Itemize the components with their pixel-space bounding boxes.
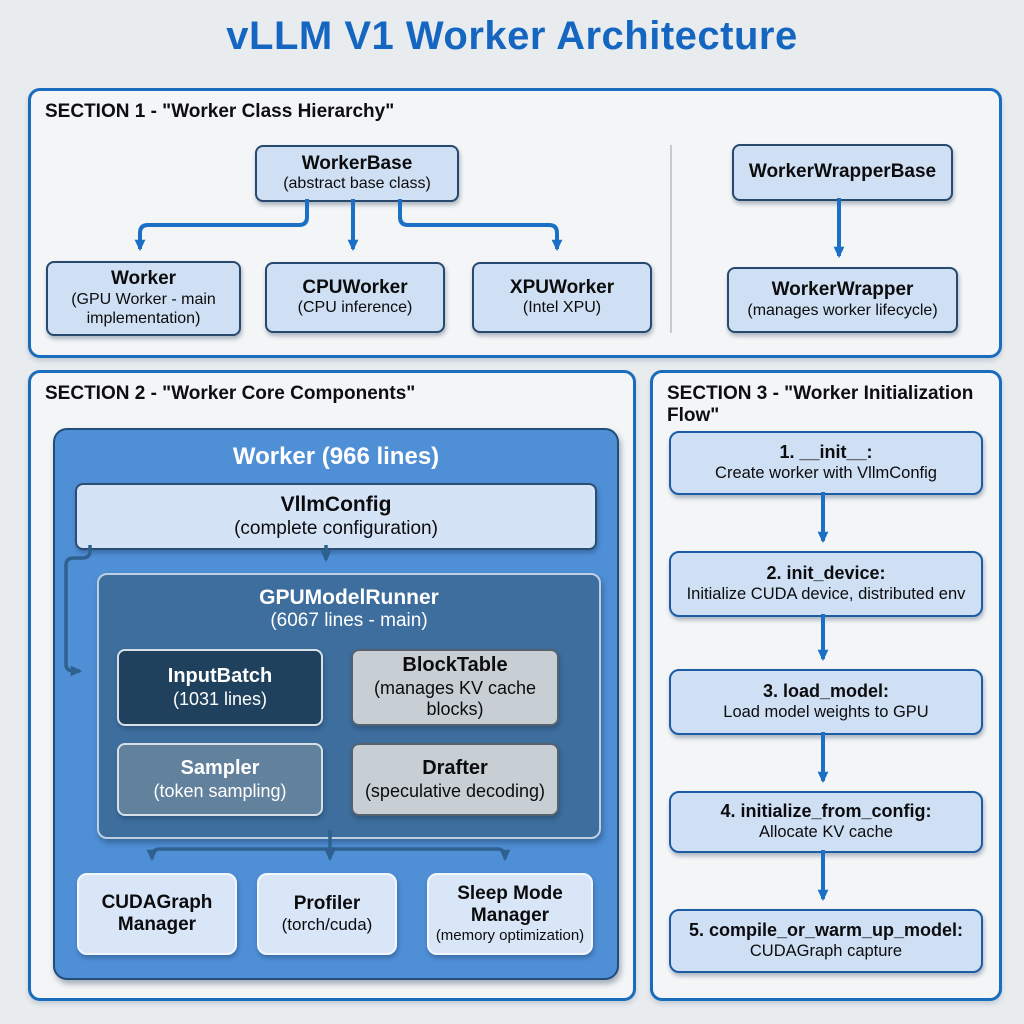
section-3-label: SECTION 3 - "Worker Initialization Flow": [667, 383, 974, 426]
step-subtitle: Allocate KV cache: [759, 822, 893, 841]
worker-container-title: Worker (966 lines): [232, 443, 440, 470]
section-2-label: SECTION 2 - "Worker Core Components": [45, 383, 416, 404]
node-subtitle: (Intel XPU): [522, 299, 602, 317]
node-title: Drafter: [422, 757, 488, 780]
vertical-divider: [670, 145, 672, 333]
node-title: WorkerWrapper: [771, 279, 914, 301]
section-1-worker-class-hierarchy: SECTION 1 - "Worker Class Hierarchy" Wor…: [28, 88, 1002, 358]
node-vllm-config: VllmConfig (complete configuration): [75, 483, 597, 550]
step-2-init-device: 2. init_device: Initialize CUDA device, …: [669, 551, 983, 617]
node-subtitle: (manages worker lifecycle): [747, 301, 938, 319]
node-block-table: BlockTable (manages KV cache blocks): [351, 649, 559, 726]
section-1-label: SECTION 1 - "Worker Class Hierarchy": [45, 101, 395, 122]
node-subtitle: (manages KV cache blocks): [373, 678, 537, 720]
node-subtitle: (GPU Worker - main implementation): [71, 290, 216, 327]
step-title: 5. compile_or_warm_up_model:: [688, 920, 964, 941]
step-5-compile-or-warm-up-model: 5. compile_or_warm_up_model: CUDAGraph c…: [669, 909, 983, 973]
node-drafter: Drafter (speculative decoding): [351, 743, 559, 816]
step-title: 2. init_device:: [766, 563, 886, 584]
node-subtitle: (complete configuration): [234, 517, 438, 539]
node-title: Profiler: [293, 893, 361, 915]
node-worker-wrapper: WorkerWrapper (manages worker lifecycle): [727, 267, 958, 333]
node-title: Worker: [110, 268, 177, 290]
node-subtitle: (6067 lines - main): [270, 610, 428, 632]
step-title: 1. __init__:: [779, 442, 873, 463]
node-profiler: Profiler (torch/cuda): [257, 873, 397, 955]
node-input-batch: InputBatch (1031 lines): [117, 649, 323, 726]
step-subtitle: CUDAGraph capture: [749, 941, 903, 960]
node-title: WorkerBase: [301, 152, 413, 174]
node-title: CPUWorker: [302, 276, 408, 298]
section-2-worker-core-components: SECTION 2 - "Worker Core Components" Wor…: [28, 370, 636, 1001]
node-sleep-mode-manager: Sleep Mode Manager (memory optimization): [427, 873, 593, 955]
node-title: Sleep Mode Manager: [457, 883, 563, 927]
step-title: 4. initialize_from_config:: [720, 801, 932, 822]
node-title: VllmConfig: [280, 492, 392, 516]
page-title: vLLM V1 Worker Architecture: [226, 14, 798, 58]
node-subtitle: (speculative decoding): [364, 780, 546, 801]
node-sampler: Sampler (token sampling): [117, 743, 323, 816]
node-subtitle: (memory optimization): [435, 927, 585, 944]
node-subtitle: (token sampling): [153, 780, 287, 801]
step-1-init: 1. __init__: Create worker with VllmConf…: [669, 431, 983, 495]
node-title: WorkerWrapperBase: [748, 161, 937, 183]
node-title: Sampler: [180, 757, 260, 780]
node-title: XPUWorker: [509, 276, 615, 298]
worker-container: Worker (966 lines) VllmConfig (complete …: [53, 428, 619, 980]
step-3-load-model: 3. load_model: Load model weights to GPU: [669, 669, 983, 735]
step-subtitle: Load model weights to GPU: [723, 702, 929, 721]
step-subtitle: Create worker with VllmConfig: [715, 463, 937, 482]
step-subtitle: Initialize CUDA device, distributed env: [686, 584, 966, 603]
node-worker-base: WorkerBase (abstract base class): [255, 145, 459, 202]
node-cudagraph-manager: CUDAGraph Manager: [77, 873, 237, 955]
node-worker: Worker (GPU Worker - main implementation…: [46, 261, 241, 336]
gpu-model-runner-header: GPUModelRunner (6067 lines - main): [99, 585, 599, 633]
node-worker-wrapper-base: WorkerWrapperBase: [732, 144, 953, 201]
node-title: GPUModelRunner: [259, 586, 439, 609]
node-xpu-worker: XPUWorker (Intel XPU): [472, 262, 652, 333]
step-4-initialize-from-config: 4. initialize_from_config: Allocate KV c…: [669, 791, 983, 853]
node-subtitle: (1031 lines): [172, 688, 268, 709]
node-cpu-worker: CPUWorker (CPU inference): [265, 262, 445, 333]
node-title: InputBatch: [167, 665, 273, 688]
node-title: CUDAGraph Manager: [101, 892, 213, 935]
section-3-worker-initialization-flow: SECTION 3 - "Worker Initialization Flow"…: [650, 370, 1002, 1001]
node-title: BlockTable: [402, 654, 508, 677]
node-subtitle: (abstract base class): [283, 175, 431, 193]
node-subtitle: (torch/cuda): [281, 914, 373, 934]
step-title: 3. load_model:: [762, 681, 890, 702]
node-gpu-model-runner: GPUModelRunner (6067 lines - main) Input…: [97, 573, 601, 839]
node-subtitle: (CPU inference): [297, 299, 413, 317]
